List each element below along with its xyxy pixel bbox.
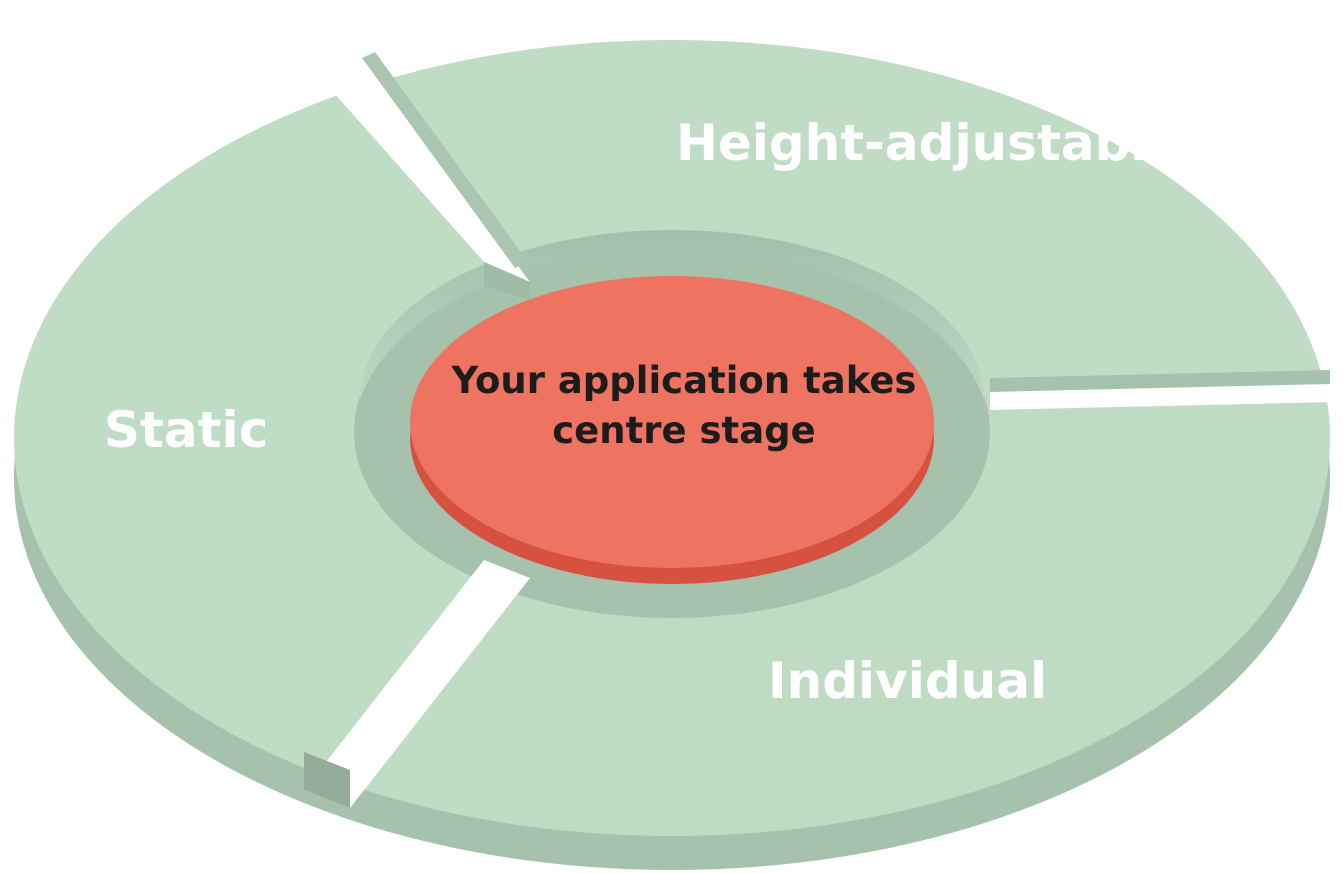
label-static: Static	[104, 401, 268, 459]
segment-gaps	[304, 52, 1334, 808]
center-label-line-1: Your application takes	[451, 359, 917, 402]
label-height-adjustable: Height-adjustable	[676, 114, 1181, 172]
center-label-line-2: centre stage	[552, 409, 816, 452]
label-individual: Individual	[768, 652, 1047, 710]
segment-static	[14, 56, 484, 820]
center-disc	[410, 276, 934, 584]
center-label: Your application takes centre stage	[451, 359, 917, 452]
